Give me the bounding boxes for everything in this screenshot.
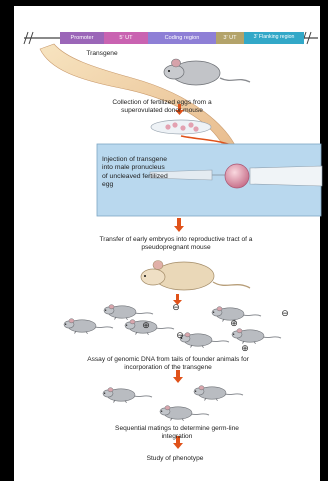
label-transfer: Transfer of early embryos into reproduct… (92, 236, 260, 251)
minus-symbol-2: ⊖ (280, 310, 290, 318)
fertilized-egg (225, 164, 249, 188)
plus-symbol-2: ⊕ (141, 322, 151, 330)
label-phenotype: Study of phenotype (125, 455, 225, 463)
label-matings: Sequential matings to determine germ-lin… (112, 425, 242, 440)
construct-promoter: Promoter (60, 32, 104, 44)
donor-mouse (164, 59, 250, 85)
minus-symbol-3: ⊖ (175, 332, 185, 340)
mating-mice (103, 386, 243, 421)
egg-dish (151, 120, 211, 134)
holding-pipette (250, 166, 322, 186)
construct-5ut: 5' UT (104, 32, 148, 44)
construct-3-flanking: 3' Flanking region (244, 32, 304, 44)
plus-symbol-1: ⊕ (229, 320, 239, 328)
plus-symbol-3: ⊕ (240, 345, 250, 353)
construct-3ut: 3' UT (216, 32, 244, 44)
pseudopregnant-mouse (141, 261, 250, 291)
label-collection: Collection of fertilized eggs from a sup… (97, 99, 227, 114)
construct-coding-region: Coding region (148, 32, 216, 44)
label-transgene: Transgene (72, 50, 132, 58)
label-assay: Assay of genomic DNA from tails of found… (82, 356, 254, 371)
gene-construct-bar: Promoter 5' UT Coding region 3' UT 3' Fl… (60, 32, 304, 44)
minus-symbol-1: ⊖ (171, 304, 181, 312)
label-injection: Injection of transgene into male pronucl… (102, 156, 170, 190)
